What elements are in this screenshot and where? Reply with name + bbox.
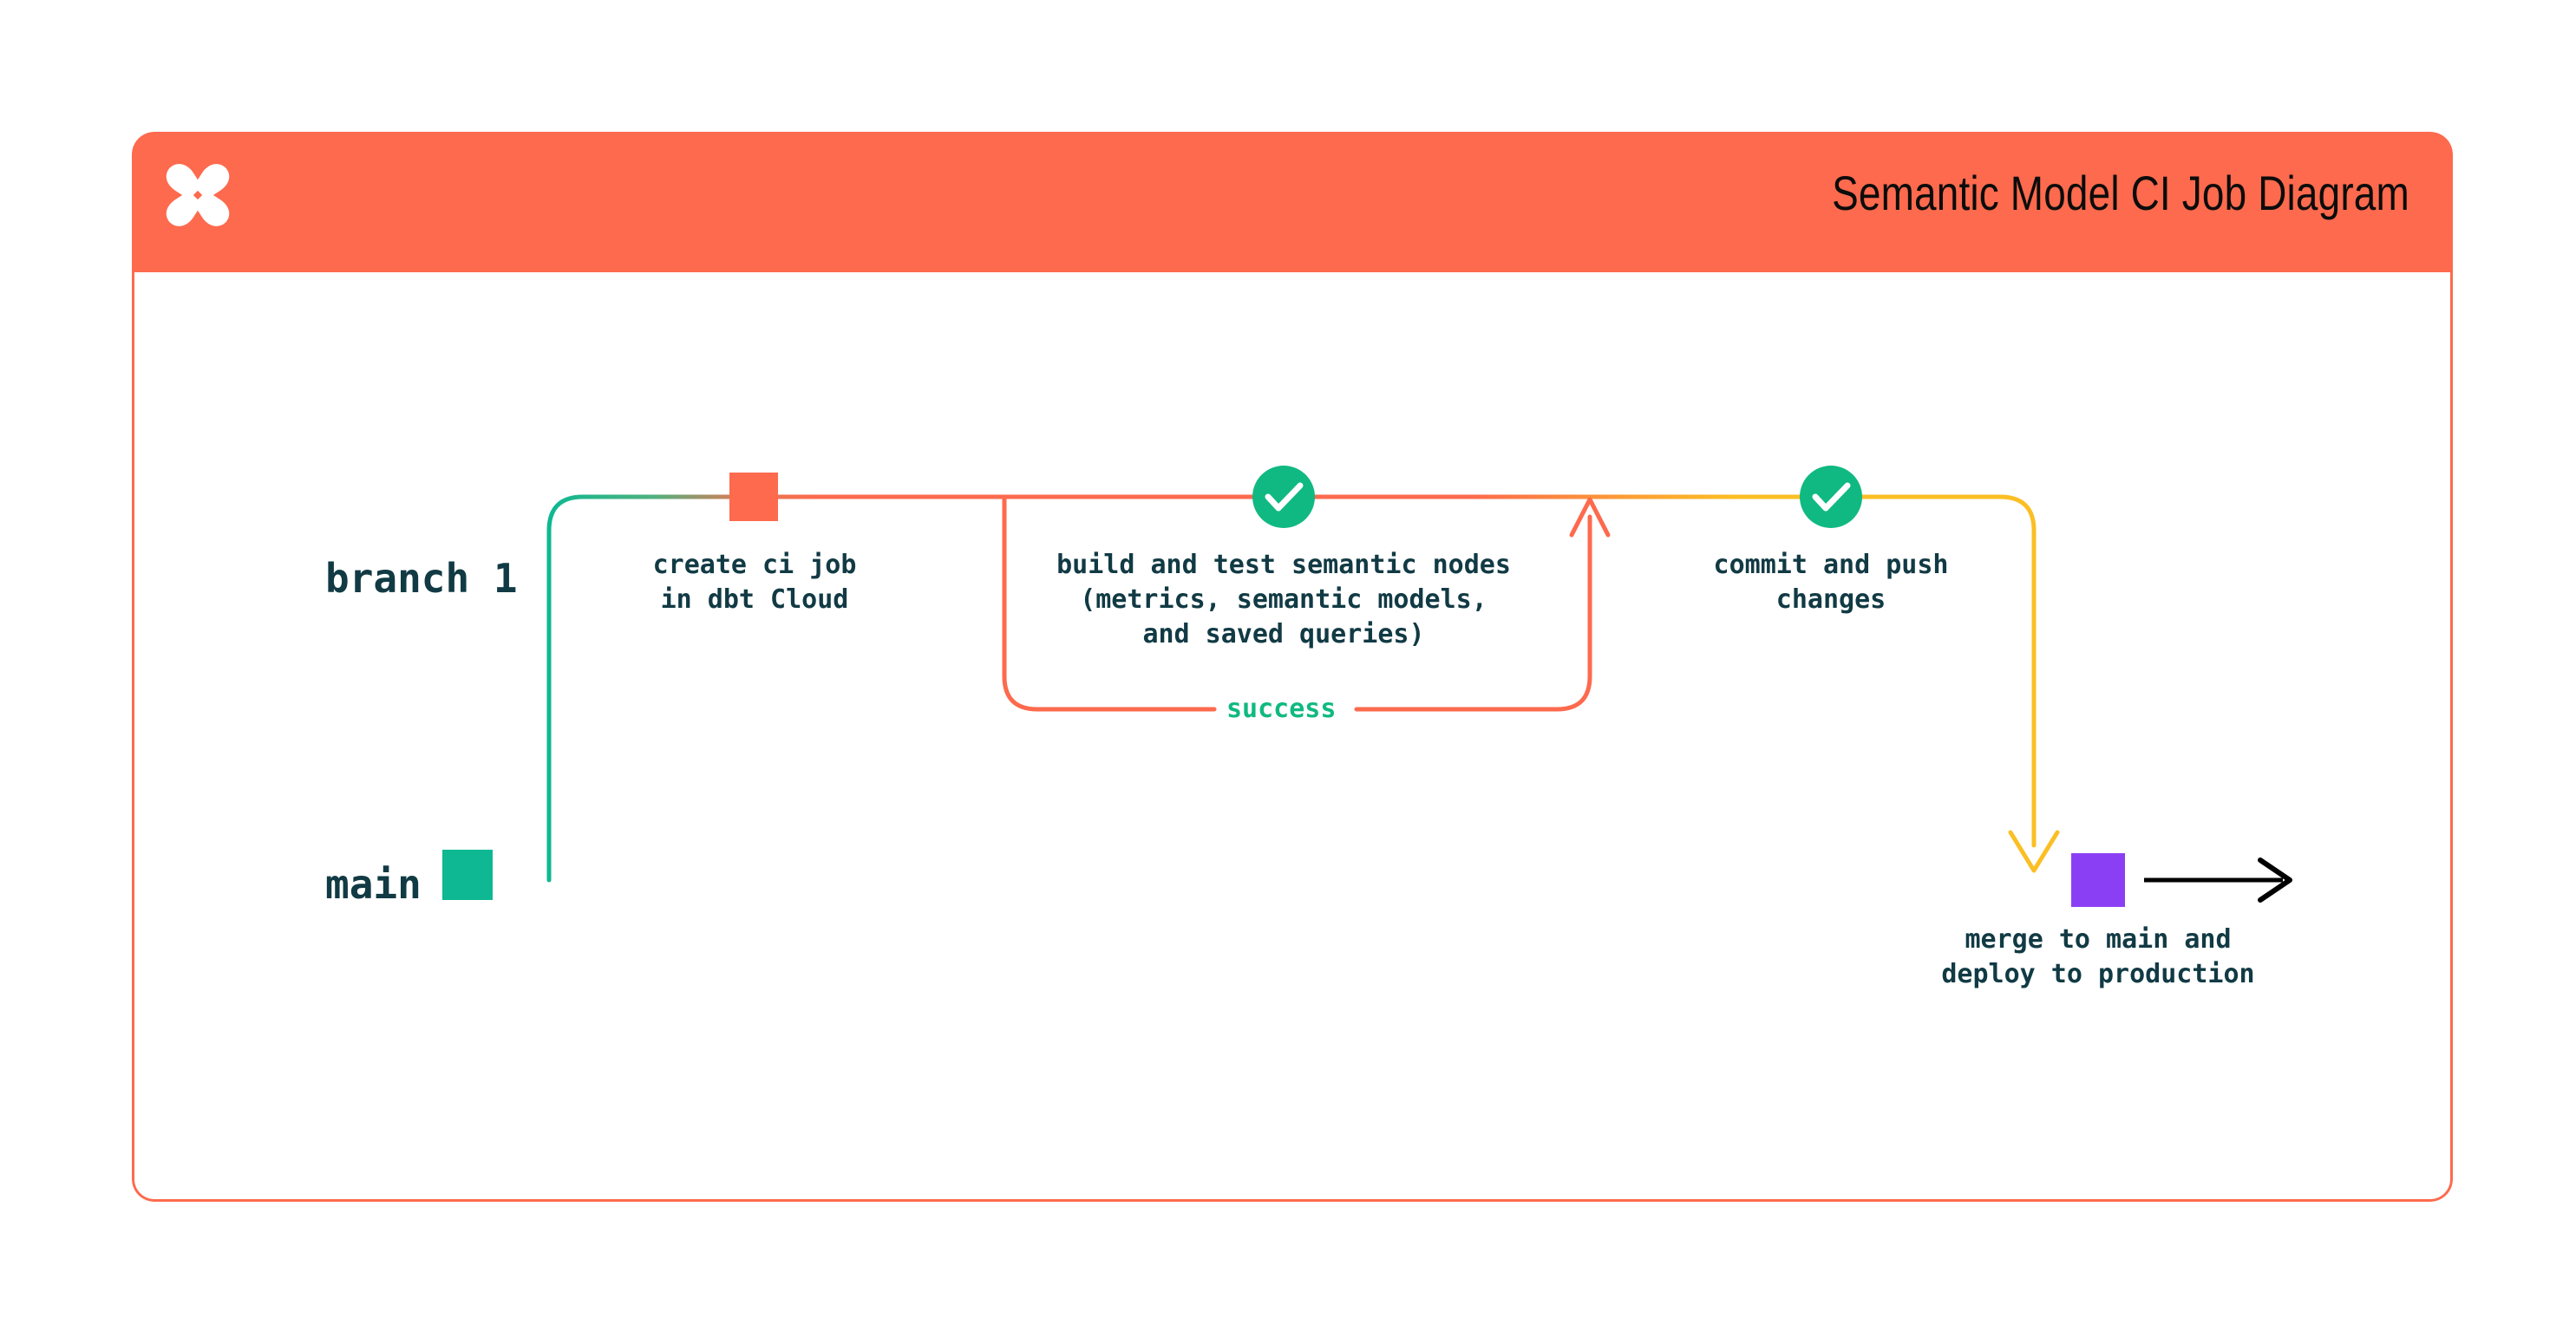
dbt-logo-icon bbox=[160, 158, 235, 232]
branch-label-branch-1: branch 1 bbox=[325, 555, 518, 602]
node-caption-create-ci-job: create ci job in dbt Cloud bbox=[652, 550, 857, 615]
card-body bbox=[132, 272, 2453, 1202]
page-title: Semantic Model CI Job Diagram bbox=[1832, 166, 2409, 220]
node-caption-merge-to-main: merge to main and deploy to production bbox=[1941, 924, 2255, 989]
node-caption-commit-and-push: commit and push changes bbox=[1713, 550, 1949, 615]
card-header bbox=[132, 132, 2453, 275]
edge-label-success: success bbox=[1226, 694, 1337, 724]
node-caption-build-and-test: build and test semantic nodes (metrics, … bbox=[1056, 550, 1511, 649]
diagram-card bbox=[132, 132, 2453, 1202]
branch-label-main: main bbox=[325, 861, 422, 908]
